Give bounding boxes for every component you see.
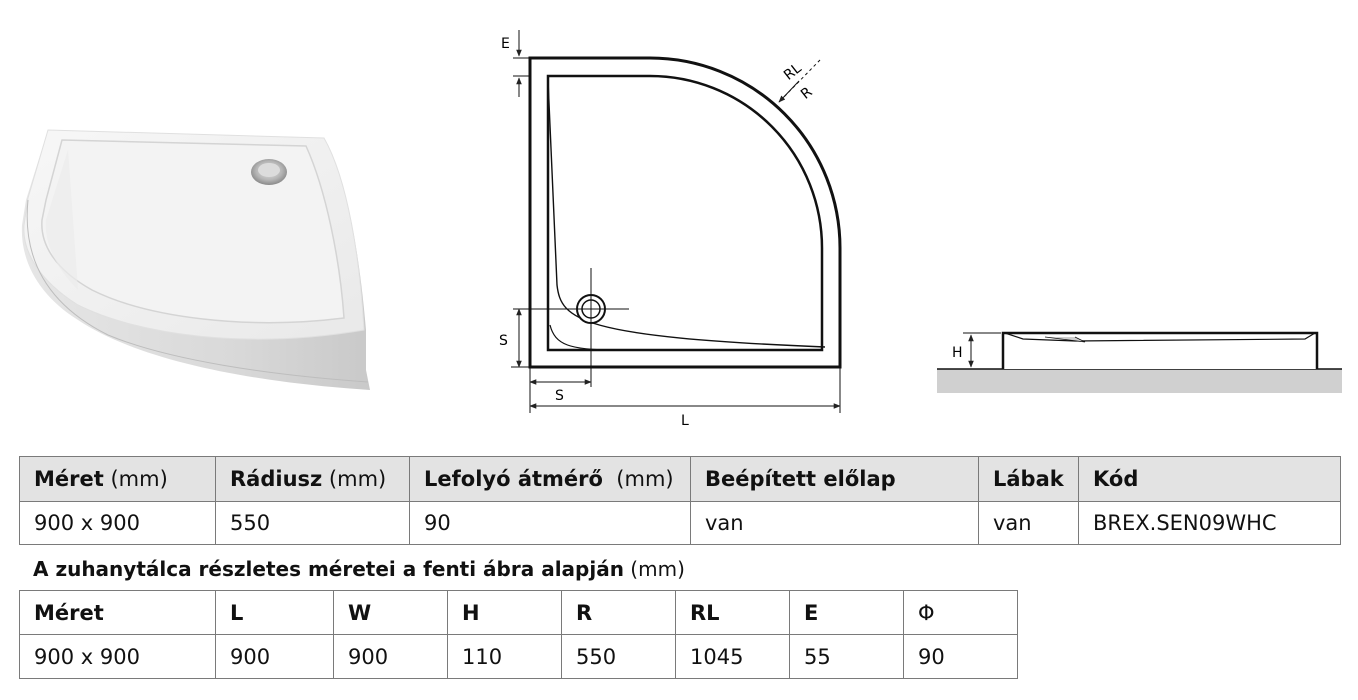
table-row: 900 x 900 550 90 van van BREX.SEN09WHC [19, 501, 1341, 545]
specs-cell-radius: 550 [215, 501, 410, 545]
dims-cell-e: 55 [789, 634, 904, 679]
specs-header-drain-diameter: Lefolyó átmérő (mm) [409, 456, 691, 502]
dim-label-l: L [681, 413, 689, 429]
dim-label-r: R [798, 84, 816, 103]
dim-label-e: E [501, 36, 510, 52]
specs-header-size: Méret (mm) [19, 456, 216, 502]
specs-cell-size: 900 x 900 [19, 501, 216, 545]
dimensions-table-header-row: Méret L W H R RL E Φ [19, 590, 1018, 635]
specs-table-header-row: Méret (mm) Rádiusz (mm) Lefolyó átmérő (… [19, 456, 1341, 502]
dims-header-e: E [789, 590, 904, 635]
dims-cell-rl: 1045 [675, 634, 790, 679]
dims-cell-l: 900 [215, 634, 334, 679]
specs-table: Méret (mm) Rádiusz (mm) Lefolyó átmérő (… [19, 456, 1341, 545]
top-view-drawing: E RL R S S L [499, 30, 842, 429]
specs-header-front-panel: Beépített előlap [690, 456, 979, 502]
dims-header-rl: RL [675, 590, 790, 635]
specs-cell-drain-diameter: 90 [409, 501, 691, 545]
dim-label-s-vertical: S [499, 333, 508, 349]
specs-cell-legs: van [978, 501, 1079, 545]
dim-label-s-horizontal: S [555, 388, 564, 404]
dims-header-w: W [333, 590, 448, 635]
table-row: 900 x 900 900 900 110 550 1045 55 90 [19, 634, 1018, 679]
dims-cell-size: 900 x 900 [19, 634, 216, 679]
dims-cell-h: 110 [447, 634, 562, 679]
specs-cell-code: BREX.SEN09WHC [1078, 501, 1341, 545]
specs-header-radius: Rádiusz (mm) [215, 456, 410, 502]
dims-header-r: R [561, 590, 676, 635]
dims-cell-r: 550 [561, 634, 676, 679]
dims-header-size: Méret [19, 590, 216, 635]
dim-label-rl: RL [781, 60, 805, 84]
dims-header-h: H [447, 590, 562, 635]
specs-header-code: Kód [1078, 456, 1341, 502]
specs-cell-front-panel: van [690, 501, 979, 545]
dims-cell-phi: 90 [903, 634, 1018, 679]
dims-header-phi: Φ [903, 590, 1018, 635]
dimensions-caption: A zuhanytálca részletes méretei a fenti … [33, 557, 685, 581]
dims-cell-w: 900 [333, 634, 448, 679]
dimensions-table: Méret L W H R RL E Φ 900 x 900 900 900 1… [19, 590, 1018, 679]
specs-header-legs: Lábak [978, 456, 1079, 502]
side-view-drawing: H [937, 331, 1342, 393]
shower-tray-photo [21, 129, 371, 390]
dims-header-l: L [215, 590, 334, 635]
dim-label-h: H [952, 345, 963, 361]
